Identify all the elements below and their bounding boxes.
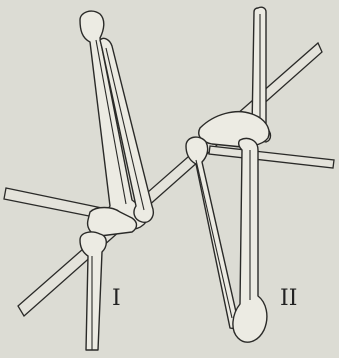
figure-1-label: I	[112, 286, 121, 311]
figure-2-label: II	[280, 286, 297, 311]
